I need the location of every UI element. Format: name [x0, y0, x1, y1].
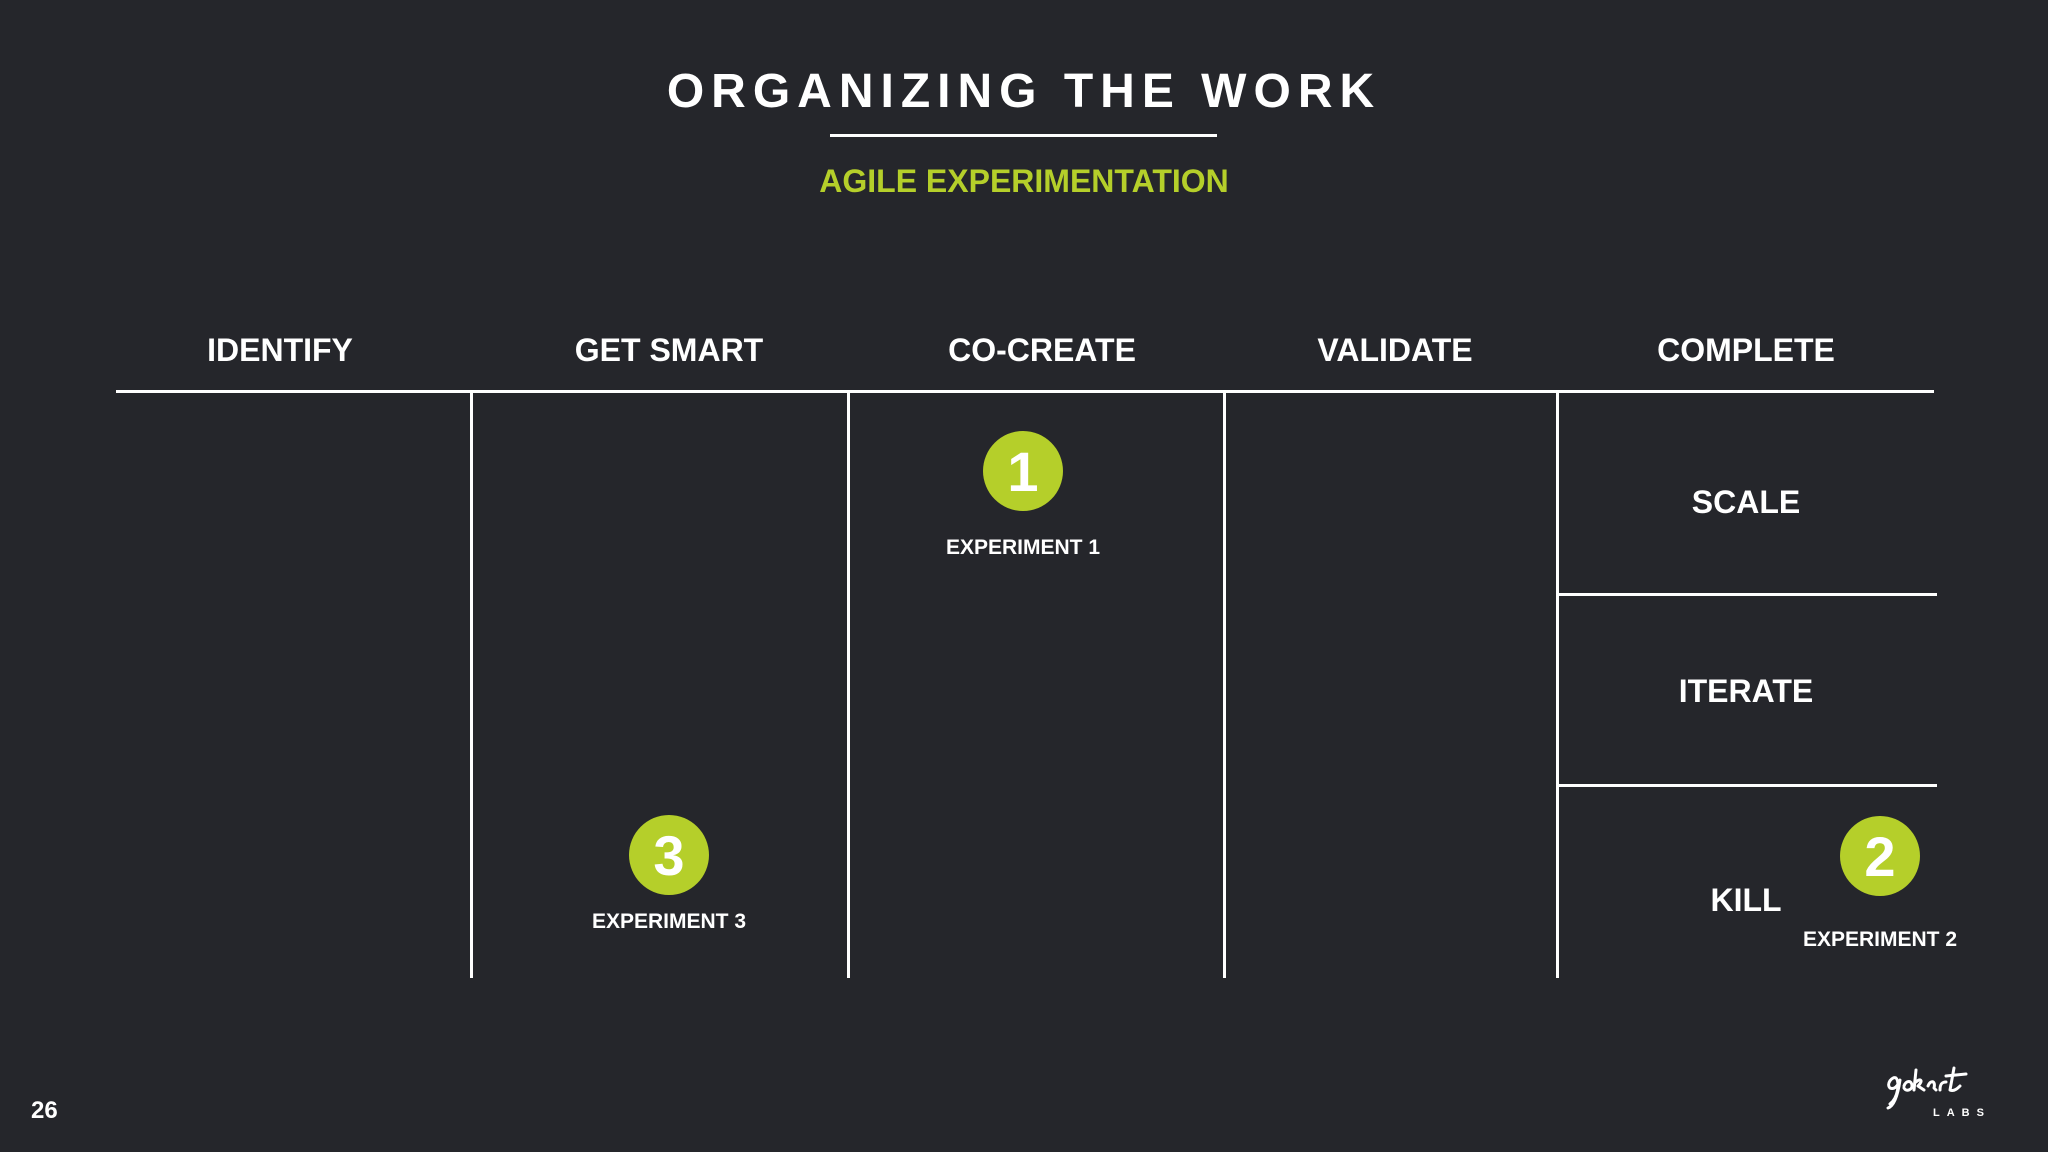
column-divider-3 [1223, 392, 1226, 978]
lane-label-iterate: ITERATE [1678, 673, 1814, 709]
column-header-co-create: CO-CREATE [948, 332, 1136, 368]
slide-title: ORGANIZING THE WORK [666, 65, 1382, 118]
svg-text:LABS: LABS [1933, 1107, 1991, 1118]
experiment-1-label: EXPERIMENT 1 [945, 536, 1101, 559]
page-number: 26 [31, 1097, 58, 1124]
column-header-get-smart: GET SMART [574, 332, 764, 368]
column-header-validate: VALIDATE [1317, 332, 1473, 368]
experiment-3-badge: 3 [629, 815, 709, 895]
logo-wordmark [1886, 1066, 1968, 1110]
column-divider-1 [470, 392, 473, 978]
experiment-2-label: EXPERIMENT 2 [1802, 928, 1958, 951]
header-divider-line [116, 390, 1934, 393]
slide-subtitle: AGILE EXPERIMENTATION [819, 163, 1229, 199]
experiment-3-label: EXPERIMENT 3 [591, 910, 747, 933]
column-divider-2 [847, 392, 850, 978]
column-header-identify: IDENTIFY [207, 332, 353, 368]
lane-label-kill: KILL [1710, 882, 1782, 918]
gokart-labs-logo: LABS [1886, 1066, 1991, 1118]
lane-divider-scale-iterate [1557, 593, 1937, 596]
experiment-2-badge: 2 [1840, 816, 1920, 896]
column-header-complete: COMPLETE [1657, 332, 1835, 368]
title-underline [830, 134, 1217, 137]
lane-label-scale: SCALE [1691, 484, 1801, 520]
experiment-1-badge: 1 [983, 431, 1063, 511]
column-divider-4 [1556, 392, 1559, 978]
lane-divider-iterate-kill [1557, 784, 1937, 787]
